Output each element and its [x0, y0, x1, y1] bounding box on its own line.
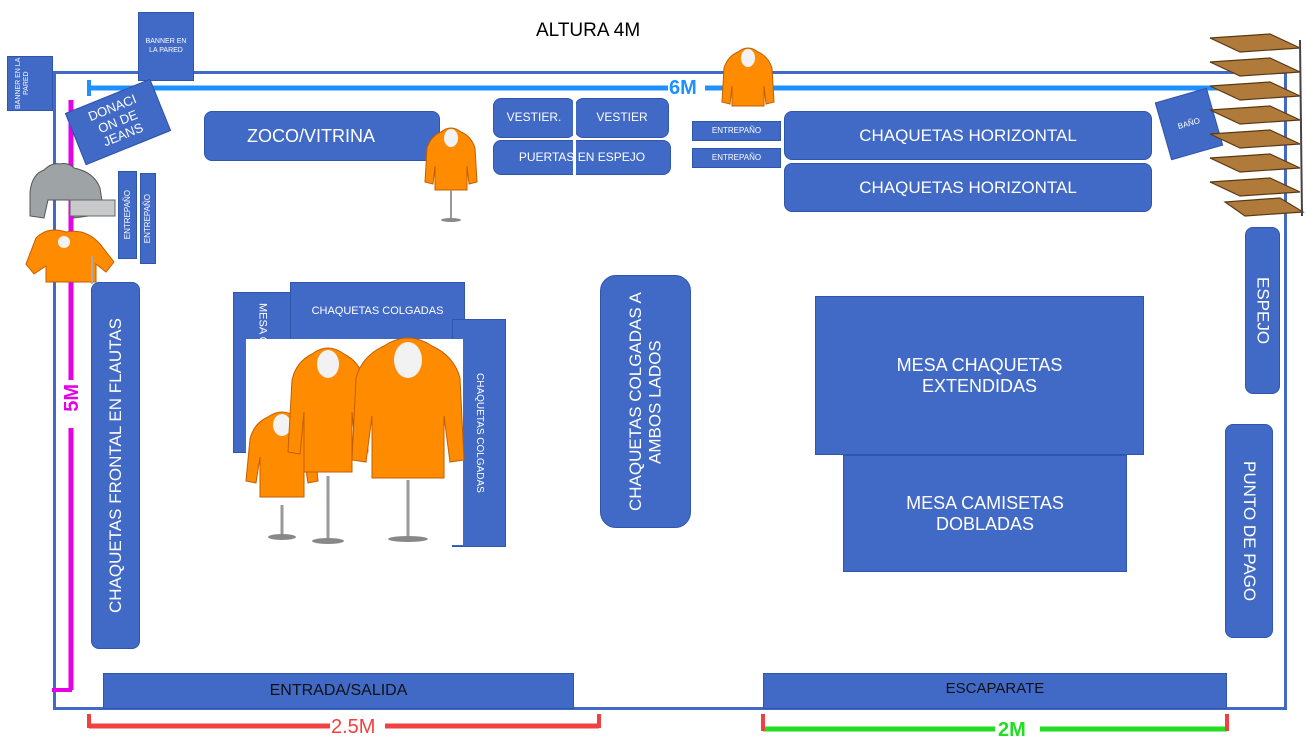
mirror: ESPEJO [1245, 227, 1280, 394]
hooded-jacket-icon [25, 229, 115, 284]
shelf-top-1-label: ENTREPAÑO [711, 126, 762, 136]
hooded-jacket-icon [424, 127, 478, 222]
vestier-1: VESTIER. [493, 98, 575, 138]
dimension-bottom-left: 2.5M [331, 716, 376, 738]
mirror-doors-label: PUERTAS EN ESPEJO [518, 149, 646, 164]
mirror-doors: PUERTAS EN ESPEJO [493, 140, 671, 175]
banner-wall: BANNER EN LA PARED [138, 12, 194, 81]
jackets-horizontal-1-label: CHAQUETAS HORIZONTAL [859, 125, 1077, 145]
page-title: ALTURA 4M [536, 20, 641, 41]
shelf-top-1: ENTREPAÑO [692, 121, 781, 141]
checkout-point-label: PUNTO DE PAGO [1239, 460, 1259, 602]
vestier-2: VESTIER [575, 98, 669, 138]
entrance-exit-label: ENTRADA/SALIDA [269, 681, 408, 699]
banner-wall-left: BANNER EN LA PARED [7, 56, 53, 111]
vestier-divider [573, 96, 576, 176]
shop-window: ESCAPARATE [763, 673, 1227, 709]
banner-wall-left-label: BANNER EN LA PARED [15, 57, 31, 110]
stairs-icon [1209, 33, 1305, 217]
shop-window-label: ESCAPARATE [945, 680, 1045, 697]
shelf-left-2-label: ENTREPAÑO [143, 193, 153, 244]
jackets-horizontal-1: CHAQUETAS HORIZONTAL [784, 111, 1152, 160]
dimension-left: 5M [61, 384, 83, 412]
checkout-point: PUNTO DE PAGO [1225, 424, 1273, 638]
dimension-top: 6M [669, 77, 697, 99]
jackets-both-sides-label: CHAQUETAS COLGADAS A AMBOS LADOS [625, 292, 665, 511]
shelf-left-2: ENTREPAÑO [140, 173, 156, 264]
bathroom-label: BAÑO [1176, 116, 1202, 132]
shelf-top-2-label: ENTREPAÑO [711, 153, 762, 163]
jackets-horizontal-2: CHAQUETAS HORIZONTAL [784, 163, 1152, 212]
hanging-jackets-vertical-label: CHAQUETAS COLGADAS [473, 373, 485, 493]
tshirt-table-folded: MESA CAMISETAS DOBLADAS [843, 455, 1127, 572]
jackets-front-flutes-label: CHAQUETAS FRONTAL EN FLAUTAS [105, 317, 125, 614]
zoco-vitrina-label: ZOCO/VITRINA [247, 125, 376, 146]
jackets-table: MESA CHAQUETAS EXTENDIDAS [815, 296, 1144, 455]
hooded-jacket-icon [351, 337, 465, 542]
zoco-vitrina: ZOCO/VITRINA [204, 111, 440, 161]
jackets-horizontal-2-label: CHAQUETAS HORIZONTAL [859, 177, 1077, 197]
hanging-jackets-horizontal: CHAQUETAS COLGADAS [290, 282, 465, 342]
shelf-top-2: ENTREPAÑO [692, 148, 781, 168]
jackets-both-sides: CHAQUETAS COLGADAS A AMBOS LADOS [600, 275, 691, 528]
jackets-front-flutes: CHAQUETAS FRONTAL EN FLAUTAS [91, 282, 140, 649]
vestier-1-label: VESTIER. [506, 110, 562, 125]
mirror-label: ESPEJO [1253, 276, 1273, 345]
mannequin-icon [29, 163, 116, 219]
hanging-jackets-horizontal-label: CHAQUETAS COLGADAS [311, 305, 444, 317]
shelf-left-1-label: ENTREPAÑO [122, 190, 132, 240]
entrance-exit: ENTRADA/SALIDA [103, 673, 574, 709]
room-outline [53, 71, 1287, 710]
vestier-2-label: VESTIER [596, 110, 648, 125]
shelf-left-1: ENTREPAÑO [118, 171, 137, 259]
tshirt-table-folded-label: MESA CAMISETAS DOBLADAS [906, 492, 1064, 534]
hooded-jacket-icon [721, 47, 775, 107]
banner-wall-label: BANNER EN LA PARED [145, 38, 187, 54]
jackets-table-label: MESA CHAQUETAS EXTENDIDAS [896, 354, 1063, 396]
dimension-bottom-right: 2M [998, 719, 1026, 741]
